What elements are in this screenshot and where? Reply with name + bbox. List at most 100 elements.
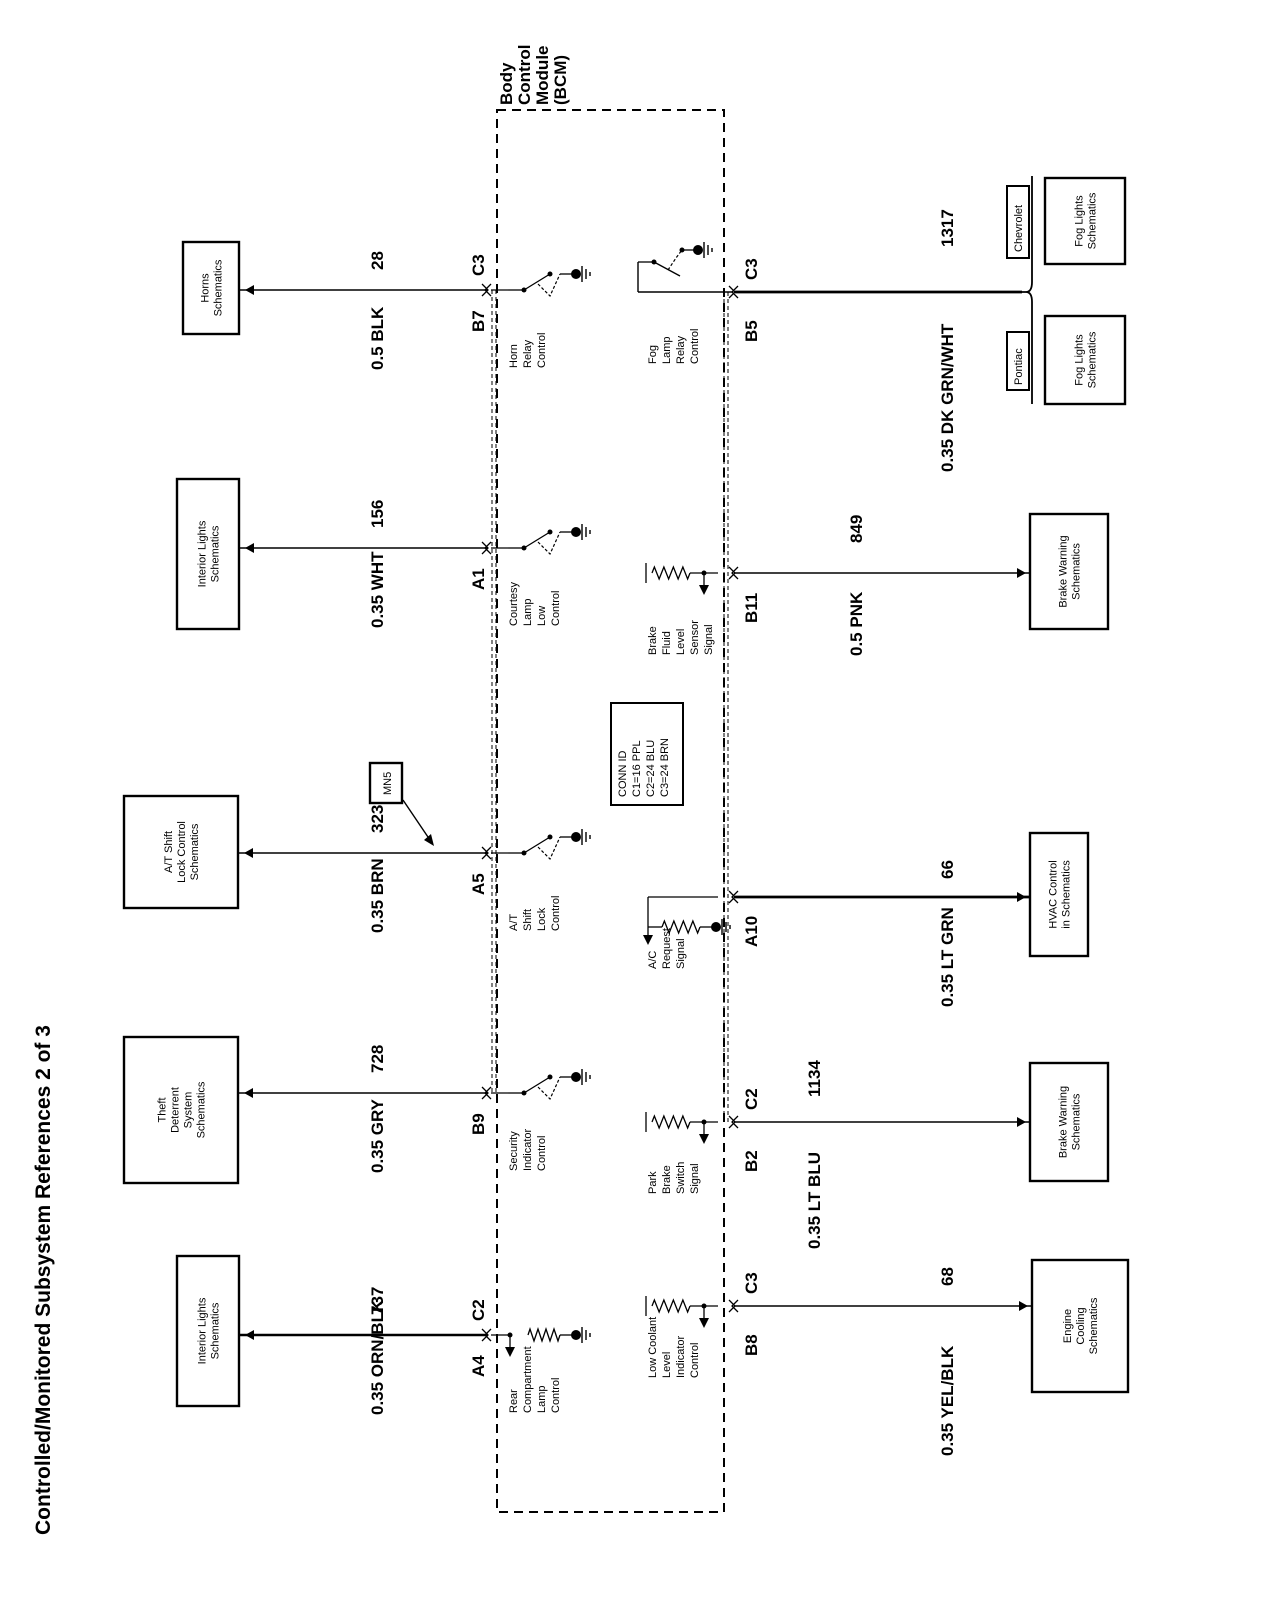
wire-color-label-line: 0.35 LT BLU	[805, 1152, 824, 1249]
function-label-line: A/C	[647, 951, 659, 969]
schematic-label-line: Schematics	[210, 525, 222, 582]
ground-node-icon	[711, 922, 721, 932]
connector-icon	[484, 846, 492, 860]
wire-end-arrow-icon	[245, 285, 254, 295]
ground-node-icon	[571, 1330, 581, 1340]
wire-color-label-line: 0.35 YEL/BLK	[938, 1345, 957, 1456]
function-label-line: A/T	[508, 914, 520, 931]
wire-end-arrow-icon	[245, 543, 254, 553]
connector-icon	[731, 1115, 739, 1129]
circuit-number-line: 66	[938, 860, 957, 879]
down-arrow-icon	[643, 935, 653, 945]
variant-label-line: Pontiac	[1013, 348, 1025, 385]
function-label-line: Control	[536, 1136, 548, 1171]
wire-color-label: 0.35 ORN/BLK	[368, 1299, 387, 1415]
splice-label: MN5	[382, 772, 394, 795]
pin-label: A5	[469, 873, 488, 895]
wire-color-label: 0.5 BLK	[368, 306, 387, 370]
splice-label-line: MN5	[382, 772, 394, 795]
schematic-label-line: Deterrent	[170, 1087, 182, 1133]
conn-id-text-line: C2=24 BLU	[645, 740, 657, 797]
schematic-label-line: Interior Lights	[197, 520, 209, 587]
resistor-icon	[527, 1326, 561, 1344]
pin-label: B7	[469, 310, 488, 332]
function-label-line: Signal	[689, 1163, 701, 1194]
wire-color-label: 0.35 LT BLU	[805, 1152, 824, 1249]
circuit-number-line: 156	[368, 500, 387, 528]
wire-color-label-line: 0.35 BRN	[368, 858, 387, 933]
wire-color-label: 0.35 DK GRN/WHT	[938, 323, 957, 472]
pin-label-line: B7	[469, 310, 488, 332]
function-label-line: Switch	[675, 1162, 687, 1194]
pin-label-line: B11	[742, 593, 761, 623]
function-label-line: Signal	[703, 624, 715, 655]
schematic-label-line: Lock Control	[176, 821, 188, 883]
connector-label-line: C3	[742, 1272, 761, 1294]
circuit-number: 1317	[938, 209, 957, 247]
circuit-number: 68	[938, 1267, 957, 1286]
connector-icon	[484, 1086, 492, 1100]
wire-end-arrow-icon	[1017, 892, 1026, 902]
function-label-line: Relay	[675, 335, 687, 364]
pin-label-line: A1	[469, 568, 488, 590]
switch-blade-icon	[523, 1076, 551, 1094]
wire-color-label: 0.35 GRY	[368, 1098, 387, 1173]
pin-label: B2	[742, 1150, 761, 1172]
ground-node-icon	[571, 527, 581, 537]
wire-end-arrow-icon	[1019, 1301, 1028, 1311]
schematic-label-line: Schematics	[1071, 1093, 1083, 1150]
splice-arrow-icon	[424, 834, 434, 846]
pin-label: A1	[469, 568, 488, 590]
schematic-box	[1043, 314, 1127, 406]
connector-icon	[484, 283, 492, 297]
wire-color-label-line: 0.35 ORN/BLK	[368, 1299, 387, 1415]
circuit-number: 156	[368, 500, 387, 528]
function-label-line: Lamp	[661, 336, 673, 364]
switch-blade-icon	[523, 531, 551, 549]
schematic-label-line: Schematics	[1087, 192, 1099, 249]
circuit-number: 66	[938, 860, 957, 879]
wire-color-label: 0.5 PNK	[847, 591, 866, 656]
pin-label-line: A4	[469, 1355, 488, 1377]
schematic-label-line: Fog Lights	[1074, 195, 1086, 247]
schematic-box	[1028, 831, 1090, 958]
connector-icon	[481, 283, 489, 297]
function-label-line: Lock	[536, 907, 548, 931]
variant-label-line: Chevrolet	[1013, 205, 1025, 252]
function-label-line: Courtesy	[508, 581, 520, 626]
switch-actuator-icon	[667, 249, 683, 271]
variant-box	[1006, 331, 1030, 391]
switch-actuator-icon	[537, 836, 561, 861]
wire-color-label: 0.35 YEL/BLK	[938, 1345, 957, 1456]
switch-blade-icon	[523, 836, 551, 854]
switch-actuator-icon	[537, 1076, 561, 1101]
wire-end-arrow-icon	[244, 848, 253, 858]
schematic-label-line: Schematics	[1088, 1297, 1100, 1354]
pin-label: A10	[742, 916, 761, 947]
schematic-label-line: Schematics	[210, 1302, 222, 1359]
down-arrow-icon	[699, 1318, 709, 1328]
circuit-number: 849	[847, 515, 866, 543]
connector-label: C3	[742, 258, 761, 280]
function-label-line: Control	[689, 1343, 701, 1378]
switch-contact-icon	[547, 834, 553, 840]
function-label-line: Security	[508, 1131, 520, 1171]
function-label-line: Brake	[661, 1165, 673, 1194]
function-label-line: Sensor	[689, 620, 701, 655]
function-label-line: Indicator	[675, 1335, 687, 1378]
connector-label: C3	[469, 254, 488, 276]
